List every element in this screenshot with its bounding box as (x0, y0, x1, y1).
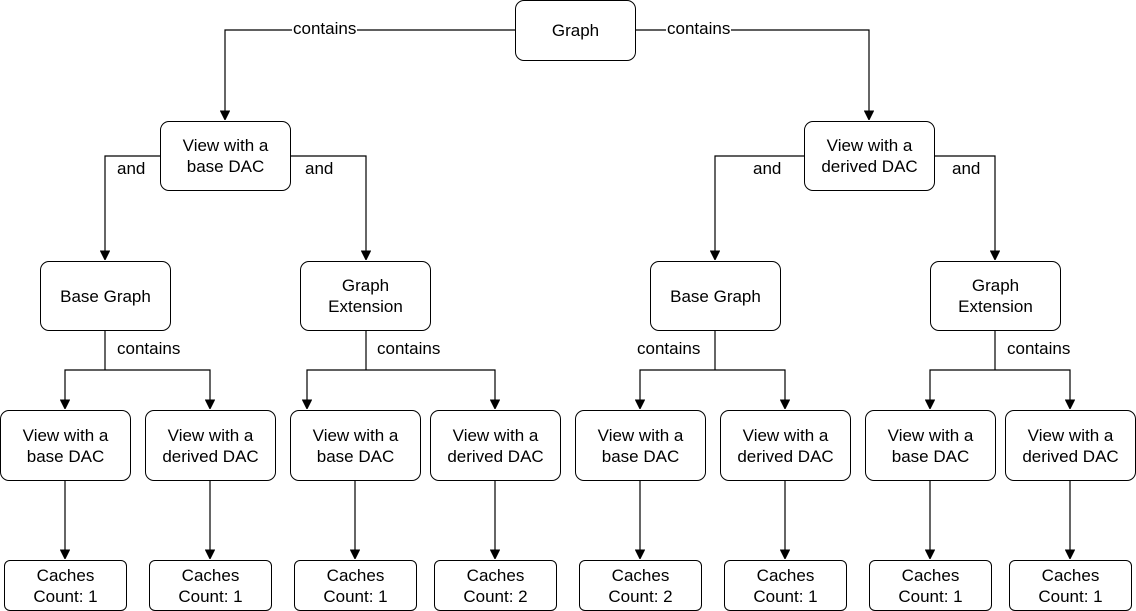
node-caches-count: Caches Count: 1 (869, 560, 992, 611)
node-view-derived-dac: View with a derived DAC (430, 410, 561, 481)
edge-label-l1a-left: and (116, 159, 147, 179)
node-view-base-dac: View with a base DAC (290, 410, 421, 481)
edge-label-root-right: contains (666, 19, 732, 39)
node-view-base-dac: View with a base DAC (865, 410, 996, 481)
node-graph-root: Graph (515, 0, 636, 61)
node-base-graph: Base Graph (650, 261, 781, 331)
edge-l2c-right (715, 369, 785, 408)
edge-label-l1b-right: and (951, 159, 982, 179)
edge-l2b-right (366, 369, 495, 408)
edge-l2d-left (930, 369, 995, 408)
node-caches-count: Caches Count: 1 (724, 560, 847, 611)
node-view-base-dac: View with a base DAC (160, 121, 291, 191)
node-graph-extension: Graph Extension (300, 261, 431, 331)
node-view-base-dac: View with a base DAC (575, 410, 706, 481)
node-view-derived-dac: View with a derived DAC (804, 121, 935, 191)
node-view-derived-dac: View with a derived DAC (145, 410, 276, 481)
edge-label-l1a-right: and (304, 159, 335, 179)
node-view-derived-dac: View with a derived DAC (1005, 410, 1136, 481)
node-graph-extension: Graph Extension (930, 261, 1061, 331)
edge-root-left (225, 29, 515, 119)
node-base-graph: Base Graph (40, 261, 171, 331)
node-view-base-dac: View with a base DAC (0, 410, 131, 481)
node-caches-count: Caches Count: 2 (434, 560, 557, 611)
node-caches-count: Caches Count: 1 (294, 560, 417, 611)
node-view-derived-dac: View with a derived DAC (720, 410, 851, 481)
edge-l2a-right (105, 369, 210, 408)
edge-l1a-left (105, 155, 160, 259)
edge-label-l1b-left: and (752, 159, 783, 179)
edge-l1a-right (290, 155, 366, 259)
node-caches-count: Caches Count: 1 (4, 560, 127, 611)
edge-root-right (636, 29, 869, 119)
edge-label-l2b: contains (376, 339, 442, 359)
edge-label-root-left: contains (292, 19, 358, 39)
edge-l1b-left (715, 155, 804, 259)
edge-l2c-left (640, 369, 715, 408)
node-caches-count: Caches Count: 1 (1009, 560, 1132, 611)
edge-l1b-right (934, 155, 995, 259)
edge-label-l2d: contains (1006, 339, 1072, 359)
node-caches-count: Caches Count: 1 (149, 560, 272, 611)
node-caches-count: Caches Count: 2 (579, 560, 702, 611)
edge-label-l2c: contains (636, 339, 702, 359)
edge-label-l2a: contains (116, 339, 182, 359)
edge-l2b-left (307, 369, 366, 408)
edge-l2a-left (65, 369, 105, 408)
edge-l2d-right (995, 369, 1070, 408)
